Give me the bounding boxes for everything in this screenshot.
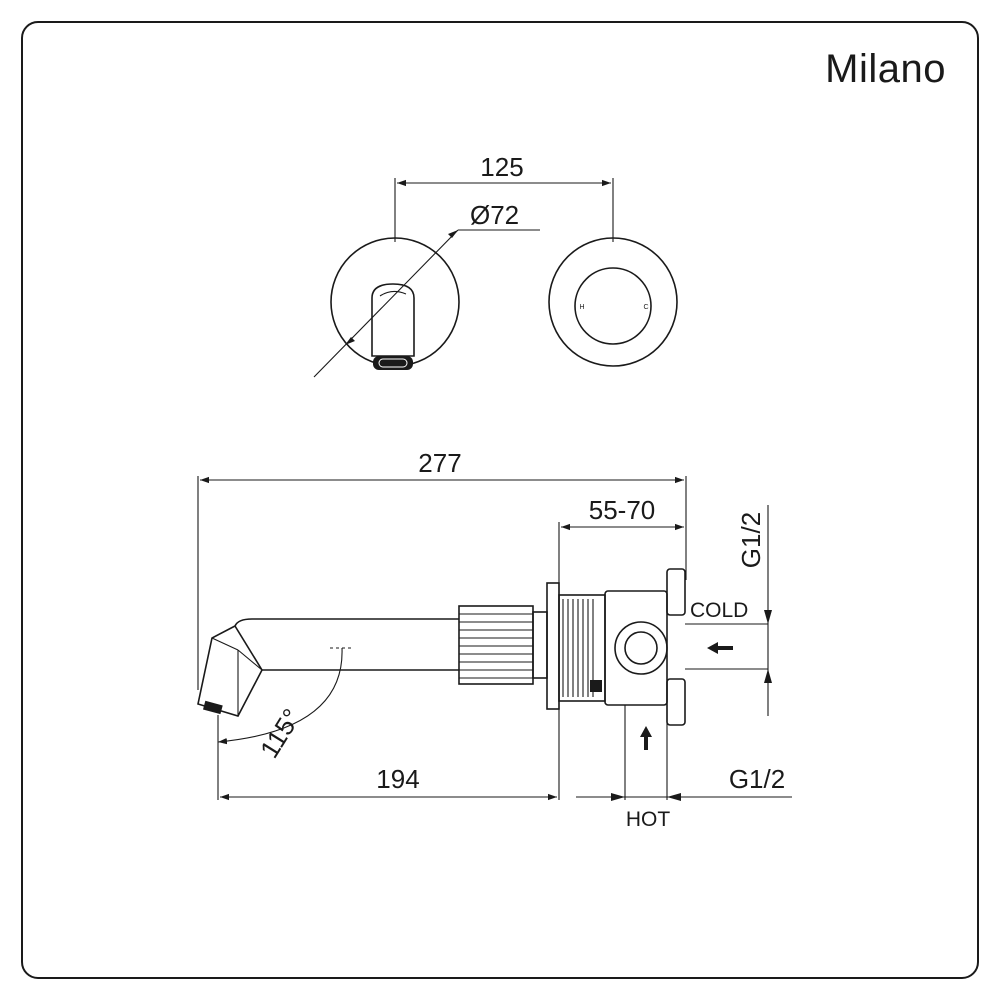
- front-view: 125 Ø72 H C: [313, 152, 678, 378]
- hot-label: HOT: [626, 808, 671, 831]
- diameter-dimension: Ø72: [470, 200, 519, 230]
- spout-aerator-side: [203, 700, 223, 715]
- diameter-leader-line: [313, 229, 459, 378]
- hot-thread-dimension: G1/2: [729, 764, 785, 794]
- valve-inlet-inner: [624, 631, 658, 665]
- hot-marker: H: [579, 304, 584, 311]
- cold-label: COLD: [690, 599, 748, 622]
- side-view: 277 55-70 115°: [197, 448, 792, 831]
- spout-angle-dimension: 115°: [254, 703, 307, 763]
- spout-outlet-facet-2: [237, 649, 263, 671]
- hot-thread-arrow-right: [667, 793, 681, 801]
- drawing-frame: [21, 21, 979, 979]
- collar-ring: [532, 611, 548, 679]
- diameter-arrow-bottom: [345, 337, 355, 345]
- spacing-dimension: 125: [480, 152, 523, 182]
- cold-thread-arrow-top: [764, 610, 772, 624]
- spout-outlet: [197, 625, 263, 717]
- angle-arc: [217, 647, 343, 745]
- hot-connector: [666, 678, 686, 726]
- cold-thread-arrow-bottom: [764, 669, 772, 683]
- spout-front-body: [371, 283, 415, 357]
- valve-inlet-outer: [614, 621, 668, 675]
- total-length-dimension: 277: [418, 448, 461, 478]
- mixer-rosette: [548, 237, 678, 367]
- diameter-arrow-top: [448, 230, 458, 238]
- cold-thread-dimension: G1/2: [736, 512, 766, 568]
- mixer-handle: [574, 267, 652, 345]
- cold-flow-arrow: [707, 642, 733, 654]
- knurl-lines: [459, 613, 533, 679]
- knurled-collar: [458, 605, 534, 685]
- wall-depth-dimension: 55-70: [589, 495, 656, 525]
- spout-reach-dimension: 194: [376, 764, 419, 794]
- sleeve-screw: [590, 680, 602, 692]
- brand-logo: Milano: [825, 47, 946, 91]
- spout-aerator-ring: [378, 358, 408, 368]
- hot-flow-arrow: [640, 726, 652, 750]
- spout-top-edge: [234, 618, 459, 627]
- spout-front-highlight: [379, 290, 407, 297]
- cold-connector: [666, 568, 686, 616]
- spout-outlet-facet: [211, 637, 239, 651]
- hot-thread-arrow-left: [611, 793, 625, 801]
- spout-rosette: [330, 237, 460, 367]
- wall-plate: [546, 582, 560, 710]
- cold-marker: C: [643, 304, 648, 311]
- sleeve-threads: [562, 599, 594, 697]
- spout-bend: [234, 625, 263, 671]
